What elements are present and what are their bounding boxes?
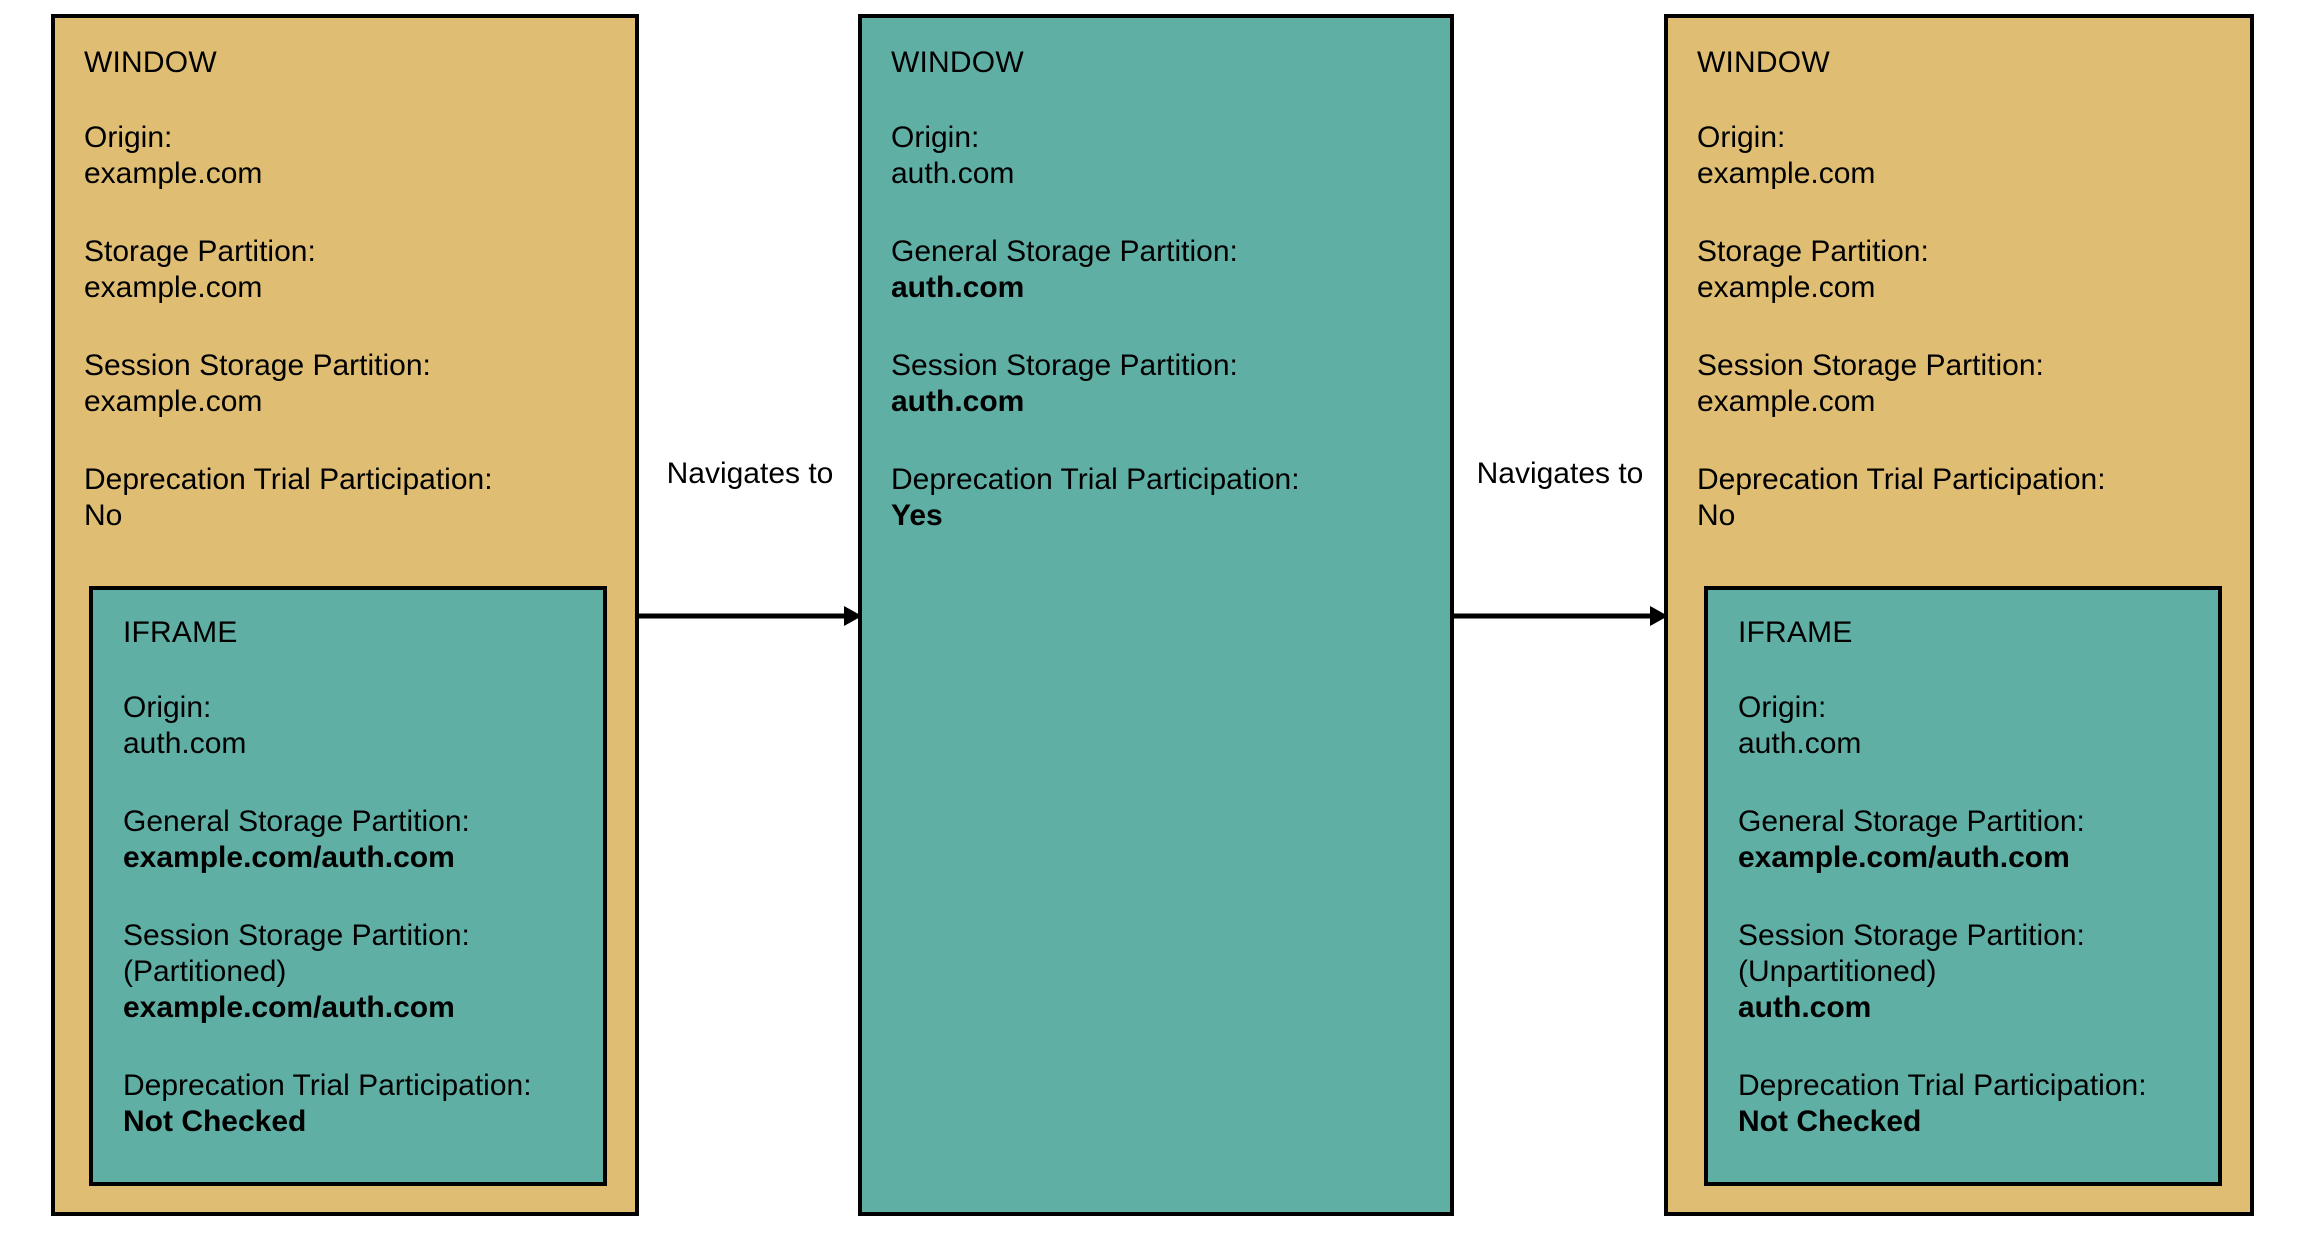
field-sublabel: (Partitioned): [123, 955, 287, 988]
field-value: Not Checked: [1738, 1105, 1922, 1138]
field-value: auth.com: [891, 157, 1015, 190]
iframe-panel-3: IFRAME Origin: auth.com General Storage …: [1704, 586, 2222, 1186]
field-label: Deprecation Trial Participation:: [84, 463, 493, 496]
field-label: Origin:: [123, 691, 212, 724]
field-label: Deprecation Trial Participation:: [891, 463, 1300, 496]
field-value: auth.com: [891, 271, 1025, 304]
window-panel-2: WINDOW Origin: auth.com General Storage …: [858, 14, 1454, 1216]
field-label: General Storage Partition:: [123, 805, 470, 838]
field-value: auth.com: [891, 385, 1025, 418]
window-panel-2-content: WINDOW Origin: auth.com General Storage …: [891, 44, 1440, 534]
iframe-1-field-session-storage-partition: Session Storage Partition: (Partitioned)…: [123, 918, 593, 1026]
panel-3-field-storage-partition: Storage Partition: example.com: [1697, 234, 2240, 306]
iframe-1-field-origin: Origin: auth.com: [123, 690, 593, 762]
field-value: example.com/auth.com: [123, 991, 455, 1024]
panel-3-field-origin: Origin: example.com: [1697, 120, 2240, 192]
field-value: example.com: [84, 385, 263, 418]
field-value: No: [1697, 499, 1736, 532]
window-panel-3-content: WINDOW Origin: example.com Storage Parti…: [1697, 44, 2240, 534]
panel-1-field-deprecation-trial: Deprecation Trial Participation: No: [84, 462, 625, 534]
field-label: Session Storage Partition:: [1738, 919, 2085, 952]
iframe-1-field-general-storage-partition: General Storage Partition: example.com/a…: [123, 804, 593, 876]
field-value: example.com/auth.com: [1738, 841, 2070, 874]
window-panel-1: WINDOW Origin: example.com Storage Parti…: [51, 14, 639, 1216]
field-value: example.com: [84, 271, 263, 304]
field-value: example.com: [1697, 385, 1876, 418]
iframe-3-field-origin: Origin: auth.com: [1738, 690, 2208, 762]
iframe-3-field-deprecation-trial: Deprecation Trial Participation: Not Che…: [1738, 1068, 2208, 1140]
field-label: Session Storage Partition:: [1697, 349, 2044, 382]
panel-3-field-deprecation-trial: Deprecation Trial Participation: No: [1697, 462, 2240, 534]
field-label: General Storage Partition:: [1738, 805, 2085, 838]
panel-2-field-general-storage-partition: General Storage Partition: auth.com: [891, 234, 1440, 306]
panel-2-field-origin: Origin: auth.com: [891, 120, 1440, 192]
field-label: Session Storage Partition:: [123, 919, 470, 952]
field-label: Origin:: [84, 121, 173, 154]
field-value: No: [84, 499, 123, 532]
arrow-1-label: Navigates to: [666, 457, 834, 490]
navigates-to-arrow-2: [1452, 604, 1668, 628]
field-value: Yes: [891, 499, 943, 532]
window-panel-1-content: WINDOW Origin: example.com Storage Parti…: [84, 44, 625, 534]
iframe-3-field-general-storage-partition: General Storage Partition: example.com/a…: [1738, 804, 2208, 876]
field-label: Origin:: [1738, 691, 1827, 724]
panel-1-field-session-storage-partition: Session Storage Partition: example.com: [84, 348, 625, 420]
field-label: General Storage Partition:: [891, 235, 1238, 268]
window-panel-3: WINDOW Origin: example.com Storage Parti…: [1664, 14, 2254, 1216]
field-label: Deprecation Trial Participation:: [123, 1069, 532, 1102]
field-value: example.com: [84, 157, 263, 190]
iframe-1-field-deprecation-trial: Deprecation Trial Participation: Not Che…: [123, 1068, 593, 1140]
field-value: auth.com: [1738, 991, 1872, 1024]
field-value: Not Checked: [123, 1105, 307, 1138]
iframe-panel-1-content: IFRAME Origin: auth.com General Storage …: [123, 614, 593, 1140]
field-label: Deprecation Trial Participation:: [1697, 463, 2106, 496]
iframe-panel-1: IFRAME Origin: auth.com General Storage …: [89, 586, 607, 1186]
field-label: Session Storage Partition:: [84, 349, 431, 382]
panel-2-heading: WINDOW: [891, 46, 1024, 79]
field-label: Storage Partition:: [84, 235, 316, 268]
panel-2-field-deprecation-trial: Deprecation Trial Participation: Yes: [891, 462, 1440, 534]
iframe-3-heading: IFRAME: [1738, 616, 1853, 649]
panel-3-field-session-storage-partition: Session Storage Partition: example.com: [1697, 348, 2240, 420]
panel-2-field-session-storage-partition: Session Storage Partition: auth.com: [891, 348, 1440, 420]
field-sublabel: (Unpartitioned): [1738, 955, 1937, 988]
field-value: auth.com: [123, 727, 247, 760]
field-label: Storage Partition:: [1697, 235, 1929, 268]
field-label: Deprecation Trial Participation:: [1738, 1069, 2147, 1102]
field-value: example.com: [1697, 157, 1876, 190]
field-value: example.com: [1697, 271, 1876, 304]
panel-3-heading: WINDOW: [1697, 46, 1830, 79]
navigates-to-arrow-1: [638, 604, 862, 628]
panel-1-field-storage-partition: Storage Partition: example.com: [84, 234, 625, 306]
field-value: example.com/auth.com: [123, 841, 455, 874]
panel-1-heading: WINDOW: [84, 46, 217, 79]
field-label: Origin:: [891, 121, 980, 154]
panel-1-field-origin: Origin: example.com: [84, 120, 625, 192]
field-value: auth.com: [1738, 727, 1862, 760]
iframe-panel-3-content: IFRAME Origin: auth.com General Storage …: [1738, 614, 2208, 1140]
field-label: Origin:: [1697, 121, 1786, 154]
arrow-2-label: Navigates to: [1476, 457, 1644, 490]
field-label: Session Storage Partition:: [891, 349, 1238, 382]
iframe-1-heading: IFRAME: [123, 616, 238, 649]
iframe-3-field-session-storage-partition: Session Storage Partition: (Unpartitione…: [1738, 918, 2208, 1026]
